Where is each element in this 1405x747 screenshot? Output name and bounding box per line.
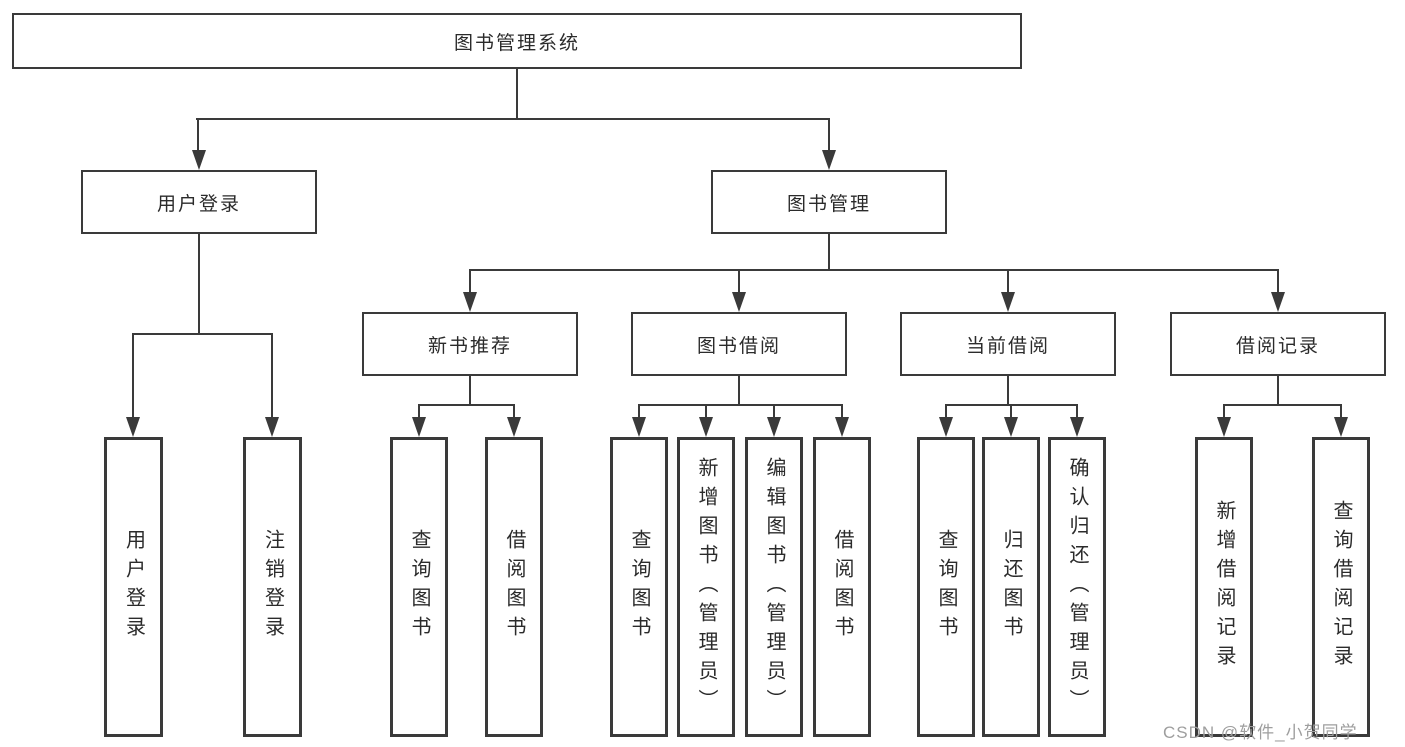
connector-user-login-split xyxy=(132,333,273,335)
node-leaf-logout: 注销登录 xyxy=(243,437,302,737)
connector-drop-level3 xyxy=(469,271,471,294)
csdn-watermark: CSDN @软件_小贺同学 xyxy=(1163,723,1358,742)
arrow-down-icon xyxy=(1334,417,1348,437)
node-leaf-query-books-borrowing: 查询图书 xyxy=(610,437,668,737)
connector-root-stub xyxy=(516,69,518,119)
arrow-down-icon xyxy=(632,417,646,437)
connector-drop-book-management xyxy=(828,120,830,152)
connector-user-login-stub xyxy=(198,234,200,334)
node-leaf-borrow-books-borrowing: 借阅图书 xyxy=(813,437,871,737)
node-leaf-query-borrow-record: 查询借阅记录 xyxy=(1312,437,1370,737)
connector-drop-leaf xyxy=(773,406,775,419)
node-book-management: 图书管理 xyxy=(711,170,947,234)
node-leaf-borrow-books-recommend: 借阅图书 xyxy=(485,437,543,737)
arrow-down-icon xyxy=(507,417,521,437)
arrow-down-icon xyxy=(1001,292,1015,312)
leaf-label: 注销登录 xyxy=(261,529,284,645)
node-leaf-query-books-current: 查询图书 xyxy=(917,437,975,737)
node-leaf-return-books: 归还图书 xyxy=(982,437,1040,737)
connector-drop-leaf xyxy=(1340,406,1342,419)
arrow-down-icon xyxy=(939,417,953,437)
leaf-label: 确认归还（管理员） xyxy=(1066,456,1088,718)
arrow-down-icon xyxy=(767,417,781,437)
node-user-login: 用户登录 xyxy=(81,170,317,234)
connector-book-management-stub xyxy=(828,234,830,271)
node-leaf-add-borrow-record: 新增借阅记录 xyxy=(1195,437,1253,737)
connector-drop-leaf xyxy=(513,406,515,419)
node-current-borrowing: 当前借阅 xyxy=(900,312,1116,376)
node-leaf-confirm-return-admin: 确认归还（管理员） xyxy=(1048,437,1106,737)
connector-drop-leaf xyxy=(271,334,273,419)
connector-drop-level3 xyxy=(738,271,740,294)
node-borrow-records: 借阅记录 xyxy=(1170,312,1386,376)
connector-root-split xyxy=(196,118,830,120)
arrow-down-icon xyxy=(126,417,140,437)
connector-recommend-stub xyxy=(469,375,471,406)
arrow-down-icon xyxy=(1070,417,1084,437)
connector-drop-leaf xyxy=(1010,406,1012,419)
arrow-down-icon xyxy=(1271,292,1285,312)
leaf-label: 借阅图书 xyxy=(503,529,525,645)
node-book-borrowing: 图书借阅 xyxy=(631,312,847,376)
connector-drop-leaf xyxy=(945,406,947,419)
leaf-label: 新增借阅记录 xyxy=(1213,500,1235,674)
leaf-label: 新增图书（管理员） xyxy=(695,456,717,718)
connector-drop-leaf xyxy=(705,406,707,419)
connector-drop-leaf xyxy=(418,406,420,419)
connector-borrowing-split xyxy=(638,404,843,406)
arrow-down-icon xyxy=(732,292,746,312)
connector-book-management-split xyxy=(469,269,1279,271)
leaf-label: 查询图书 xyxy=(935,529,957,645)
connector-drop-user-login xyxy=(197,120,199,152)
connector-drop-leaf xyxy=(841,406,843,419)
leaf-label: 归还图书 xyxy=(1000,529,1022,645)
connector-records-split xyxy=(1223,404,1342,406)
node-library-management-system: 图书管理系统 xyxy=(12,13,1022,69)
leaf-label: 用户登录 xyxy=(122,529,145,645)
arrow-down-icon xyxy=(1004,417,1018,437)
connector-records-stub xyxy=(1277,375,1279,406)
arrow-down-icon xyxy=(699,417,713,437)
arrow-down-icon xyxy=(1217,417,1231,437)
node-leaf-add-books-admin: 新增图书（管理员） xyxy=(677,437,735,737)
arrow-down-icon xyxy=(412,417,426,437)
node-leaf-edit-books-admin: 编辑图书（管理员） xyxy=(745,437,803,737)
node-leaf-user-login: 用户登录 xyxy=(104,437,163,737)
arrow-down-icon xyxy=(822,150,836,170)
arrow-down-icon xyxy=(265,417,279,437)
arrow-down-icon xyxy=(463,292,477,312)
connector-borrowing-stub xyxy=(738,375,740,406)
arrow-down-icon xyxy=(192,150,206,170)
connector-drop-level3 xyxy=(1007,271,1009,294)
leaf-label: 借阅图书 xyxy=(831,529,853,645)
leaf-label: 编辑图书（管理员） xyxy=(763,456,785,718)
connector-current-split xyxy=(945,404,1078,406)
connector-drop-leaf xyxy=(638,406,640,419)
connector-current-stub xyxy=(1007,375,1009,406)
connector-drop-leaf xyxy=(132,334,134,419)
connector-drop-leaf xyxy=(1223,406,1225,419)
connector-drop-leaf xyxy=(1076,406,1078,419)
connector-drop-level3 xyxy=(1277,271,1279,294)
leaf-label: 查询图书 xyxy=(628,529,650,645)
arrow-down-icon xyxy=(835,417,849,437)
leaf-label: 查询借阅记录 xyxy=(1330,500,1352,674)
leaf-label: 查询图书 xyxy=(408,529,430,645)
node-new-book-recommend: 新书推荐 xyxy=(362,312,578,376)
node-leaf-query-books-recommend: 查询图书 xyxy=(390,437,448,737)
connector-recommend-split xyxy=(418,404,515,406)
